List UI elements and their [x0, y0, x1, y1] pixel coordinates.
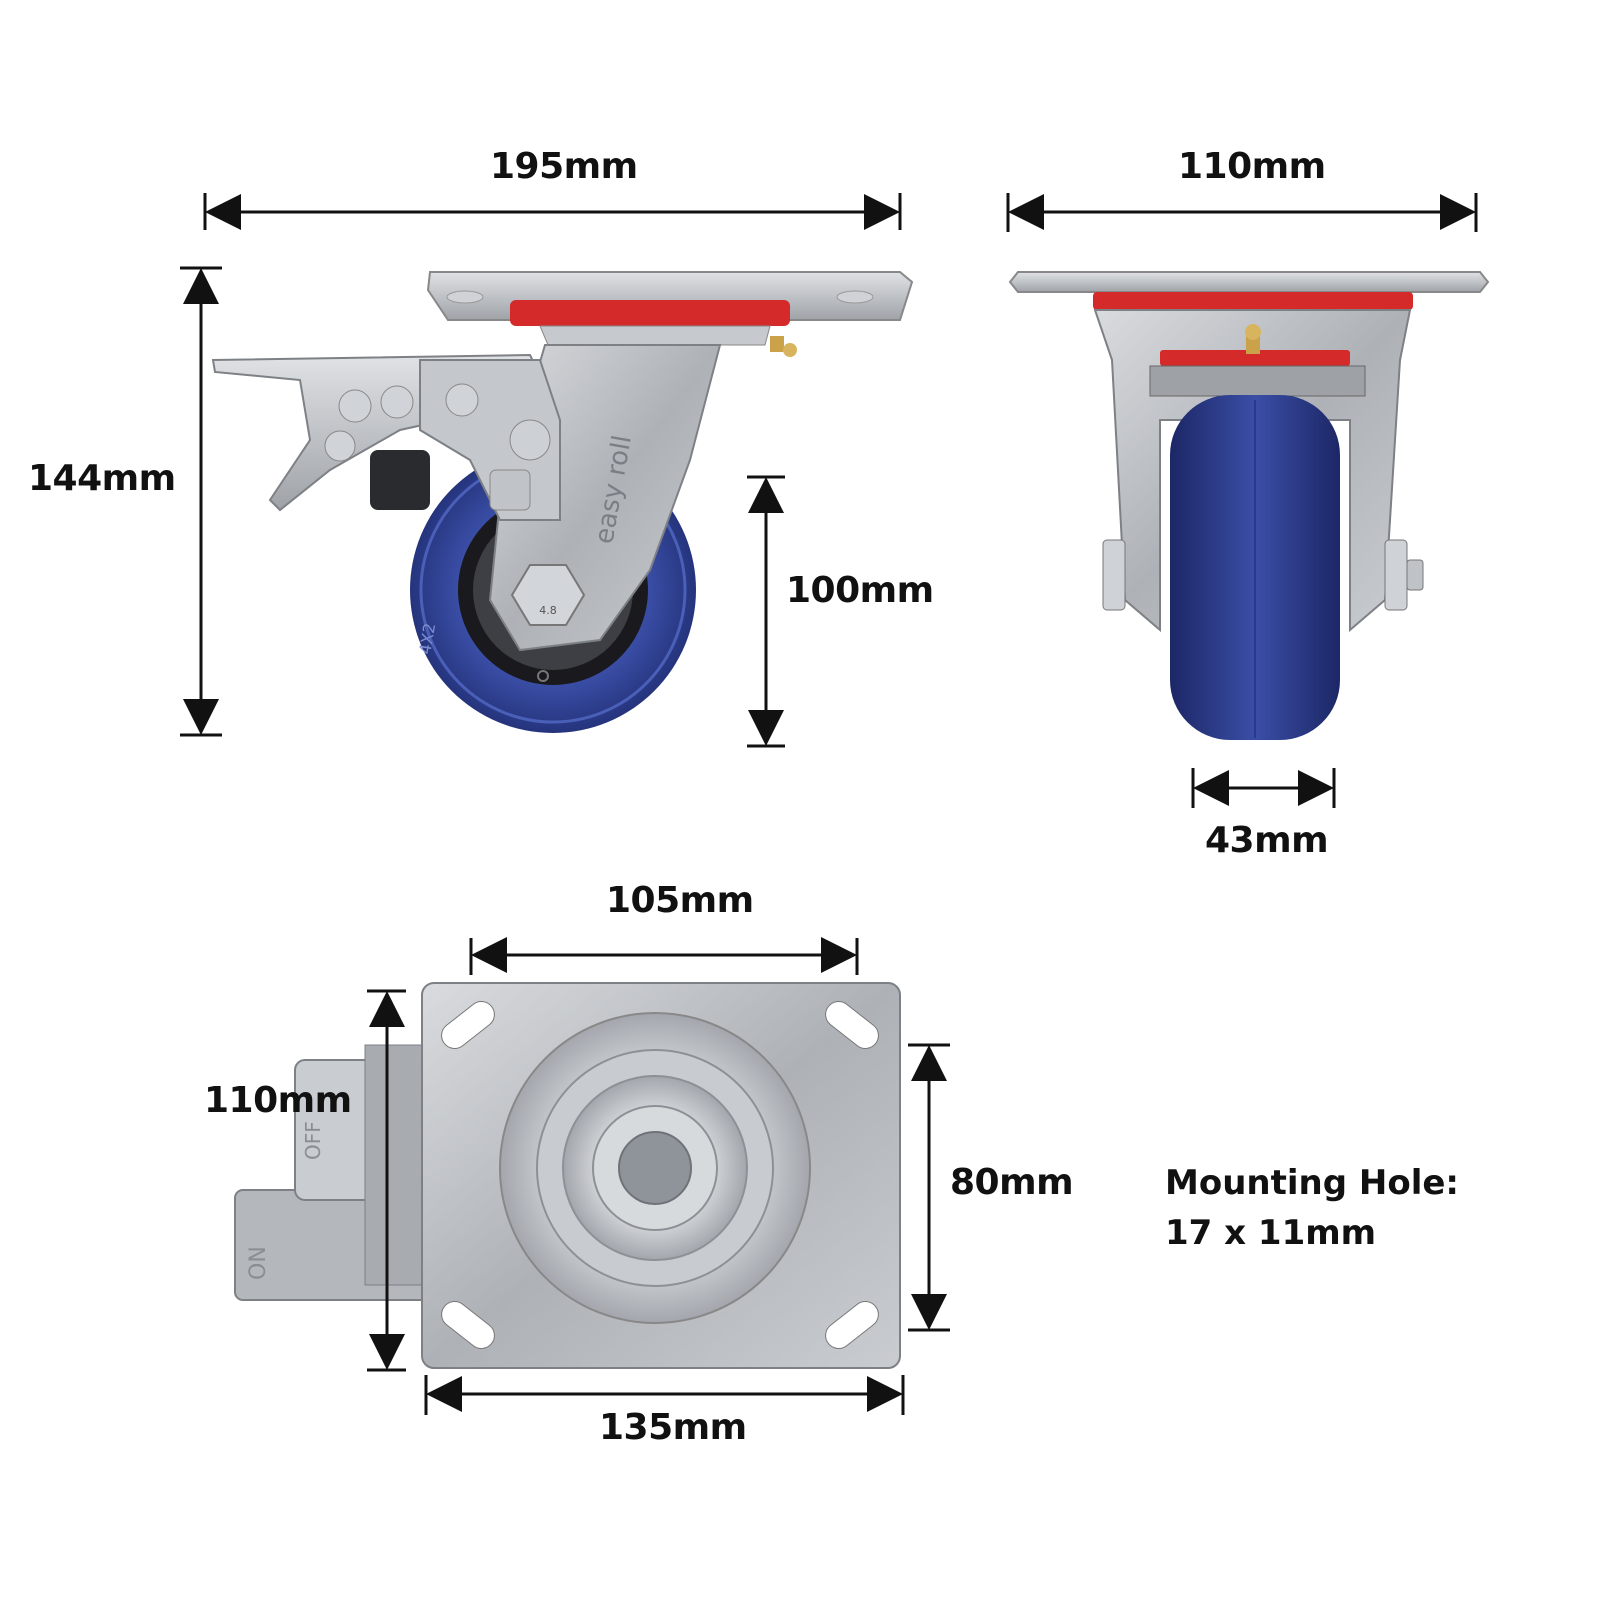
svg-text:4.8: 4.8	[539, 604, 557, 617]
side-swivel-housing	[539, 325, 771, 346]
mounting-hole-note-size: 17 x 11mm	[1165, 1213, 1377, 1253]
mounting-hole-slots	[441, 1001, 879, 1349]
dim-plate-length: 135mm	[599, 1407, 747, 1448]
front-red-seal-inner	[1160, 350, 1350, 366]
front-axle-nut-icon	[1102, 539, 1424, 611]
top-view: ON OFF	[234, 982, 901, 1369]
mounting-hole-note-title: Mounting Hole:	[1165, 1163, 1460, 1203]
dim-wheel-diameter: 100mm	[786, 570, 934, 611]
dim-side-overall-width: 195mm	[490, 146, 638, 187]
dim-top-plate-width: 110mm	[204, 1080, 352, 1121]
side-view: 4.8 easy roll 4X2	[211, 271, 914, 733]
front-top-plate	[1008, 271, 1490, 293]
side-red-seal	[510, 300, 790, 326]
front-brake-teeth	[1149, 365, 1366, 397]
front-red-seal	[1093, 292, 1413, 310]
brake-marking-off: OFF	[301, 1121, 325, 1160]
grease-nipple-icon	[1245, 324, 1261, 354]
dimension-lines	[180, 193, 1478, 1415]
dim-hole-spacing-x: 105mm	[606, 880, 754, 921]
dim-wheel-width: 43mm	[1205, 820, 1329, 861]
side-brake-lever	[211, 353, 561, 521]
top-swivel-raceway	[499, 1012, 811, 1324]
mounting-hole-note: Mounting Hole: 17 x 11mm	[1165, 1158, 1459, 1258]
dim-hole-spacing-y: 80mm	[950, 1162, 1074, 1203]
grease-nipple-icon	[770, 336, 797, 357]
dim-side-overall-height: 144mm	[28, 458, 176, 499]
side-axle-bolt-icon: 4.8	[510, 564, 586, 626]
dim-front-plate-width: 110mm	[1178, 146, 1326, 187]
brake-marking-on: ON	[246, 1246, 271, 1280]
front-view	[1008, 271, 1490, 740]
